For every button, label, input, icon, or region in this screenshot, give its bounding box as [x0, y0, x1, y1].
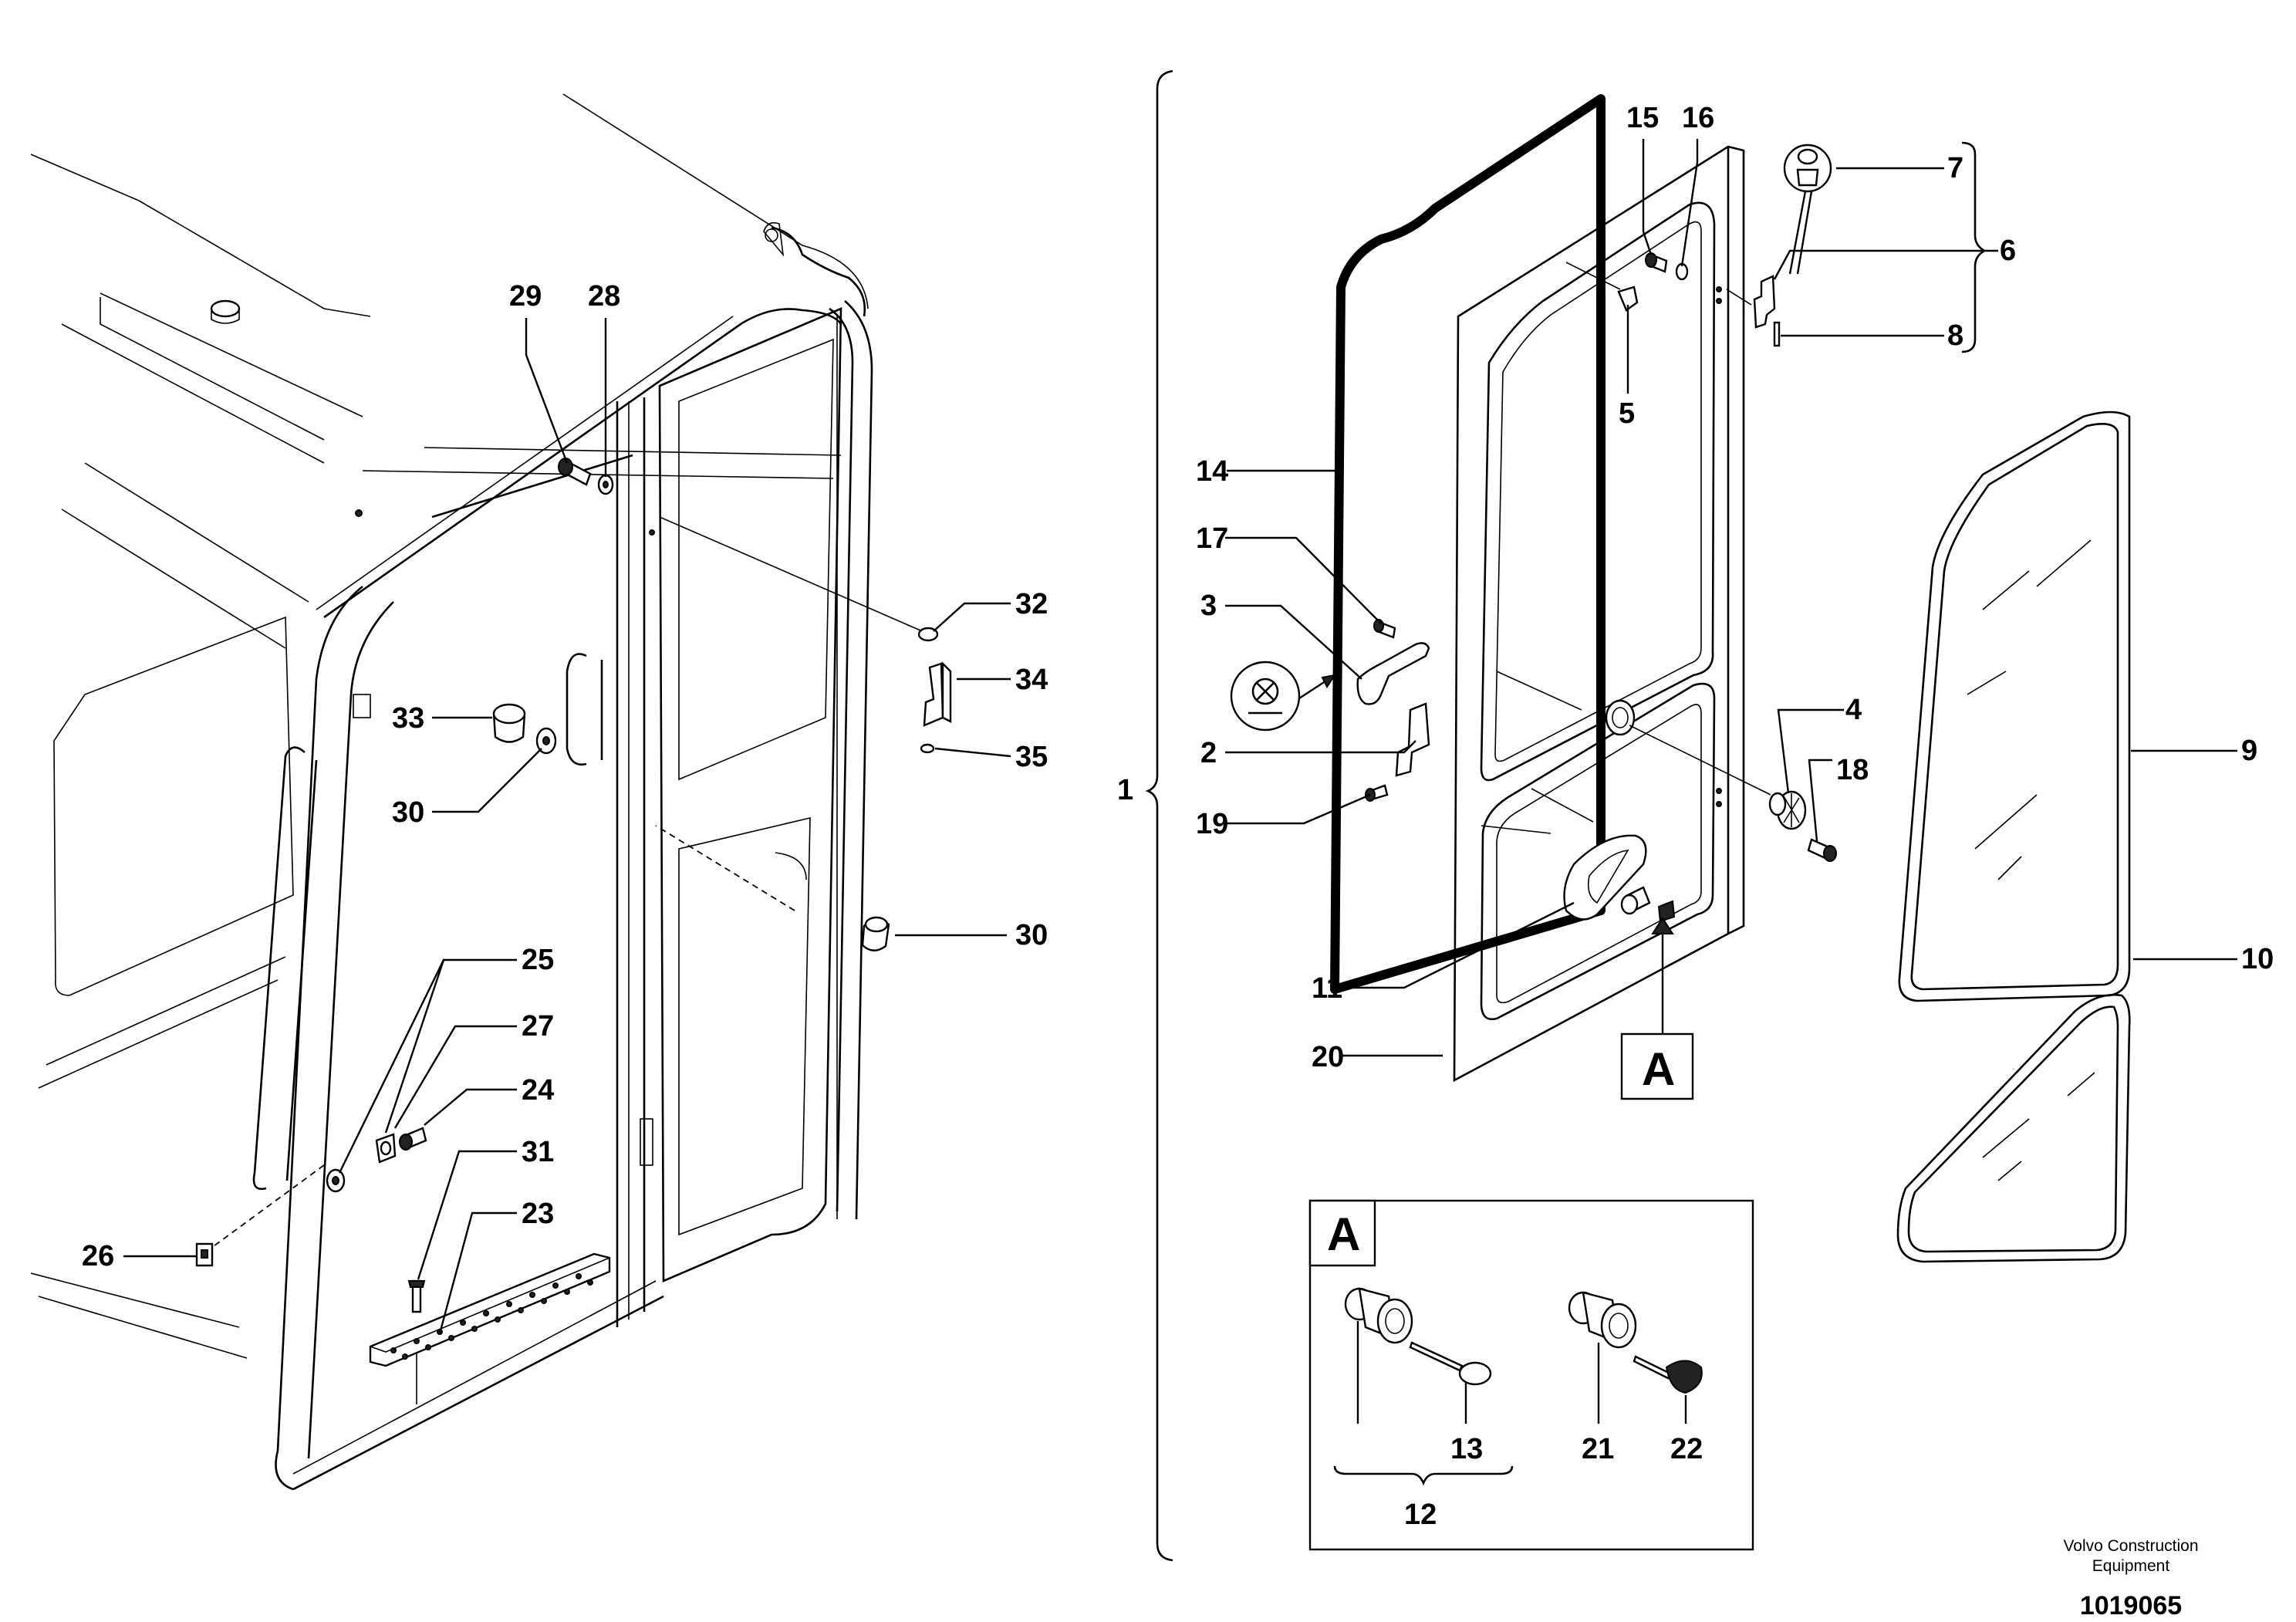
callout-7: 7: [1947, 152, 1963, 184]
callout-29: 29: [509, 280, 542, 313]
callout-6: 6: [2000, 235, 2016, 267]
group-bracket-1: [1145, 69, 1173, 1562]
callout-30-upper: 30: [392, 796, 424, 829]
callout-30-lower: 30: [1015, 919, 1048, 951]
callout-19: 19: [1196, 808, 1228, 840]
leader-lines-center: [1225, 139, 1998, 1057]
assembly-line: [1531, 788, 1594, 823]
callout-17: 17: [1196, 522, 1228, 555]
cab-frame-drawing: [30, 93, 873, 1491]
assembly-line: [1481, 825, 1551, 834]
callout-14: 14: [1196, 455, 1228, 488]
glass-pane-10: [1896, 993, 2131, 1263]
callout-10: 10: [2241, 943, 2274, 975]
step-holes: [390, 1273, 593, 1360]
callout-8: 8: [1947, 319, 1963, 352]
callout-2: 2: [1200, 737, 1217, 769]
callout-1: 1: [1117, 774, 1133, 806]
callout-35: 35: [1015, 741, 1048, 773]
callout-22: 22: [1670, 1433, 1703, 1465]
callout-5: 5: [1619, 397, 1635, 430]
footer: Volvo Construction Equipment 1019065: [2063, 1537, 2198, 1620]
group-bracket-6: [1961, 141, 1987, 353]
callout-11: 11: [1312, 972, 1342, 1005]
brand-line-1: Volvo Construction: [2063, 1537, 2198, 1555]
brand-line-2: Equipment: [2092, 1557, 2170, 1575]
callout-32: 32: [1015, 588, 1048, 620]
callout-3: 3: [1200, 590, 1217, 622]
callout-21: 21: [1582, 1433, 1614, 1465]
callout-18: 18: [1836, 754, 1869, 786]
door-panel: [1453, 145, 1745, 1083]
callout-24: 24: [522, 1074, 554, 1107]
callout-15: 15: [1626, 102, 1659, 134]
callout-27: 27: [522, 1010, 554, 1042]
callout-34: 34: [1015, 664, 1048, 696]
assembly-line: [208, 1164, 325, 1251]
assembly-line: [1726, 289, 1752, 306]
callout-13: 13: [1450, 1433, 1483, 1465]
assembly-line: [655, 825, 795, 911]
assembly-line: [1496, 671, 1582, 711]
assembly-line: [659, 516, 927, 634]
detail-box-a: [1308, 1199, 1754, 1551]
detail-marker-label: A: [1642, 1043, 1675, 1095]
assembly-line: [1629, 725, 1771, 796]
leader-lines-right: [2131, 749, 2237, 961]
document-number: 1019065: [2080, 1591, 2182, 1620]
callout-26: 26: [82, 1240, 114, 1272]
callout-25: 25: [522, 944, 554, 976]
assembly-line: [1565, 262, 1621, 290]
hardware-parts-left: [195, 458, 952, 1367]
callout-31: 31: [522, 1136, 554, 1168]
glass-pane-9: [1898, 411, 2131, 1002]
hardware-parts-center: [1356, 144, 1837, 923]
callout-23: 23: [522, 1198, 554, 1230]
callout-20: 20: [1312, 1041, 1344, 1073]
door-seal: [1330, 94, 1606, 994]
callout-16: 16: [1682, 102, 1714, 134]
callout-9: 9: [2241, 735, 2257, 767]
callout-33: 33: [392, 702, 424, 735]
callout-labels: 1 2 3 4 5 6 7 8 9 10 11 12 13 14 15 16 1…: [82, 102, 2274, 1531]
callout-28: 28: [588, 280, 620, 313]
leader-lines-left: [123, 318, 1011, 1334]
callout-4: 4: [1845, 694, 1862, 726]
detail-marker-a: [1620, 917, 1694, 1100]
detail-box-label: A: [1327, 1208, 1360, 1260]
pictogram-icon: [1230, 661, 1337, 732]
callout-12: 12: [1404, 1499, 1437, 1531]
